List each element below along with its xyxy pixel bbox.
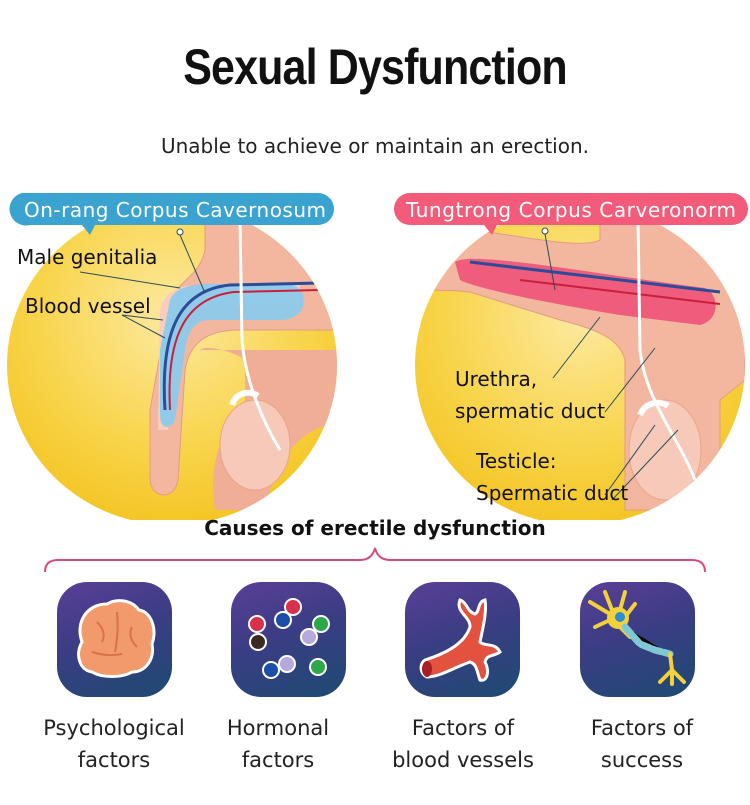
cause-tile-hormonal [231,582,346,697]
label-blood-vessel: Blood vessel [25,294,151,318]
page-subtitle: Unable to achieve or maintain an erectio… [160,134,590,158]
cause-tile-psychological [57,582,172,697]
page-title: Sexual Dysfunction [183,39,567,95]
label-male-genitalia: Male genitalia [17,245,157,269]
brain-icon [77,599,156,678]
hormone-molecules-icon [248,598,330,679]
bracket-divider [44,547,706,573]
cause-line2: factors [241,748,315,772]
cause-line2: factors [77,748,151,772]
left-badge-label: On-rang Corpus Cavernosum [24,198,326,222]
cause-label-hormonal: Hormonal factors [188,712,368,776]
flaccid-illustration: On-rang Corpus Cavernosum Male genitalia… [7,193,337,520]
cause-line1: Hormonal [226,716,330,740]
blood-vessel-icon [419,598,502,682]
causes-heading: Causes of erectile dysfunction [204,516,546,540]
cause-line1: Factors of [590,716,694,740]
cause-line1: Psychological [43,716,185,740]
label-spermatic-duct-1: spermatic duct [455,399,605,423]
right-badge-bubble [394,193,748,235]
right-badge-label: Tungtrong Corpus Carveronorm [405,198,736,222]
cause-label-success: Factors of success [552,712,732,776]
cause-line2: success [600,748,684,772]
cause-label-psychological: Psychological factors [24,712,204,776]
cause-label-blood-vessels: Factors of blood vessels [373,712,553,776]
cause-tile-success [580,582,695,697]
neuron-icon [588,590,686,686]
anatomy-diagram: On-rang Corpus Cavernosum Male genitalia… [7,193,748,520]
left-badge-bubble [9,193,335,235]
label-spermatic-duct-2: Spermatic duct [476,481,628,505]
label-testicle: Testicle: [475,449,557,473]
cause-line2: blood vessels [392,748,534,772]
cause-tile-blood-vessels [405,582,520,697]
erect-illustration: Tungtrong Corpus Carveronorm Urethra, sp… [394,193,748,520]
label-urethra: Urethra, [455,367,537,391]
cause-line1: Factors of [411,716,515,740]
